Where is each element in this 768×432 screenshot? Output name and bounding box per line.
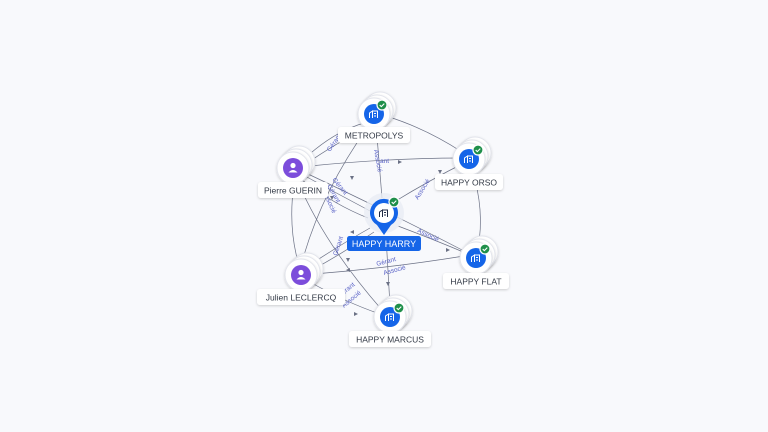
building-glyph [369, 110, 378, 118]
node-person-julien-leclercq[interactable]: Julien LECLERCQ [257, 252, 345, 305]
node-company-happy-flat[interactable]: HAPPY FLAT [443, 235, 509, 289]
check-icon [472, 144, 484, 156]
arrow-head [350, 230, 354, 234]
arrow-head [438, 170, 442, 174]
node-label-box [443, 273, 509, 289]
check-icon [388, 196, 400, 208]
user-glyph-body [288, 170, 298, 173]
node-company-happy-orso[interactable]: HAPPY ORSO [435, 136, 503, 190]
node-label: METROPOLYS [345, 131, 404, 141]
node-label: Julien LECLERCQ [266, 293, 337, 303]
building-glyph [385, 313, 394, 321]
check-glyph [475, 148, 481, 153]
node-label: Pierre GUERIN [264, 186, 322, 196]
node-company-happy-marcus[interactable]: HAPPY MARCUS [349, 294, 431, 347]
center-label-box [347, 236, 421, 251]
edge-label-associe: Associé [383, 264, 407, 277]
arrow-head [446, 248, 450, 252]
node-label: HAPPY ORSO [441, 178, 497, 188]
node-center-happy-harry[interactable]: HAPPY HARRY [347, 193, 421, 251]
edge-julien-flat [313, 255, 465, 275]
node-person-pierre-guerin[interactable]: Pierre GUERIN [258, 145, 328, 198]
node-label-box [338, 127, 410, 143]
building-glyph [379, 209, 388, 217]
edge-metropolys-orso [385, 115, 463, 153]
check-icon [393, 302, 405, 314]
center-label: HAPPY HARRY [352, 239, 416, 249]
node-label: HAPPY FLAT [450, 277, 501, 287]
edge-label-gerant: Gérant [332, 235, 345, 256]
user-glyph-body [296, 277, 306, 280]
edge-arrows [330, 160, 450, 316]
node-label-box [435, 174, 503, 190]
arrow-head [350, 176, 354, 180]
check-icon [376, 99, 388, 111]
node-company-metropolys[interactable]: METROPOLYS [338, 91, 410, 143]
check-glyph [379, 103, 385, 108]
node-label-box [258, 182, 328, 198]
arrow-head [330, 196, 334, 200]
edge-label-associe: Associé [414, 178, 432, 201]
arrow-head [346, 268, 350, 272]
node-label-box [349, 331, 431, 347]
check-icon [479, 243, 491, 255]
user-glyph-head [290, 162, 296, 169]
user-glyph-head [298, 269, 304, 276]
edge-label-associe: Associé [372, 149, 383, 173]
edge-label-gerant-partial: ant [380, 158, 389, 165]
arrow-head [346, 258, 350, 262]
check-glyph [482, 247, 488, 252]
building-glyph [464, 155, 473, 163]
node-label-box [257, 289, 345, 305]
building-glyph [471, 254, 480, 262]
check-glyph [391, 200, 397, 205]
check-glyph [396, 306, 402, 311]
edge-pierre-orso [309, 157, 463, 167]
arrow-head [386, 282, 390, 286]
edge-label-gerant: Gérant [376, 256, 397, 268]
node-label: HAPPY MARCUS [356, 335, 424, 345]
arrow-head [398, 160, 402, 164]
arrow-head [354, 312, 358, 316]
